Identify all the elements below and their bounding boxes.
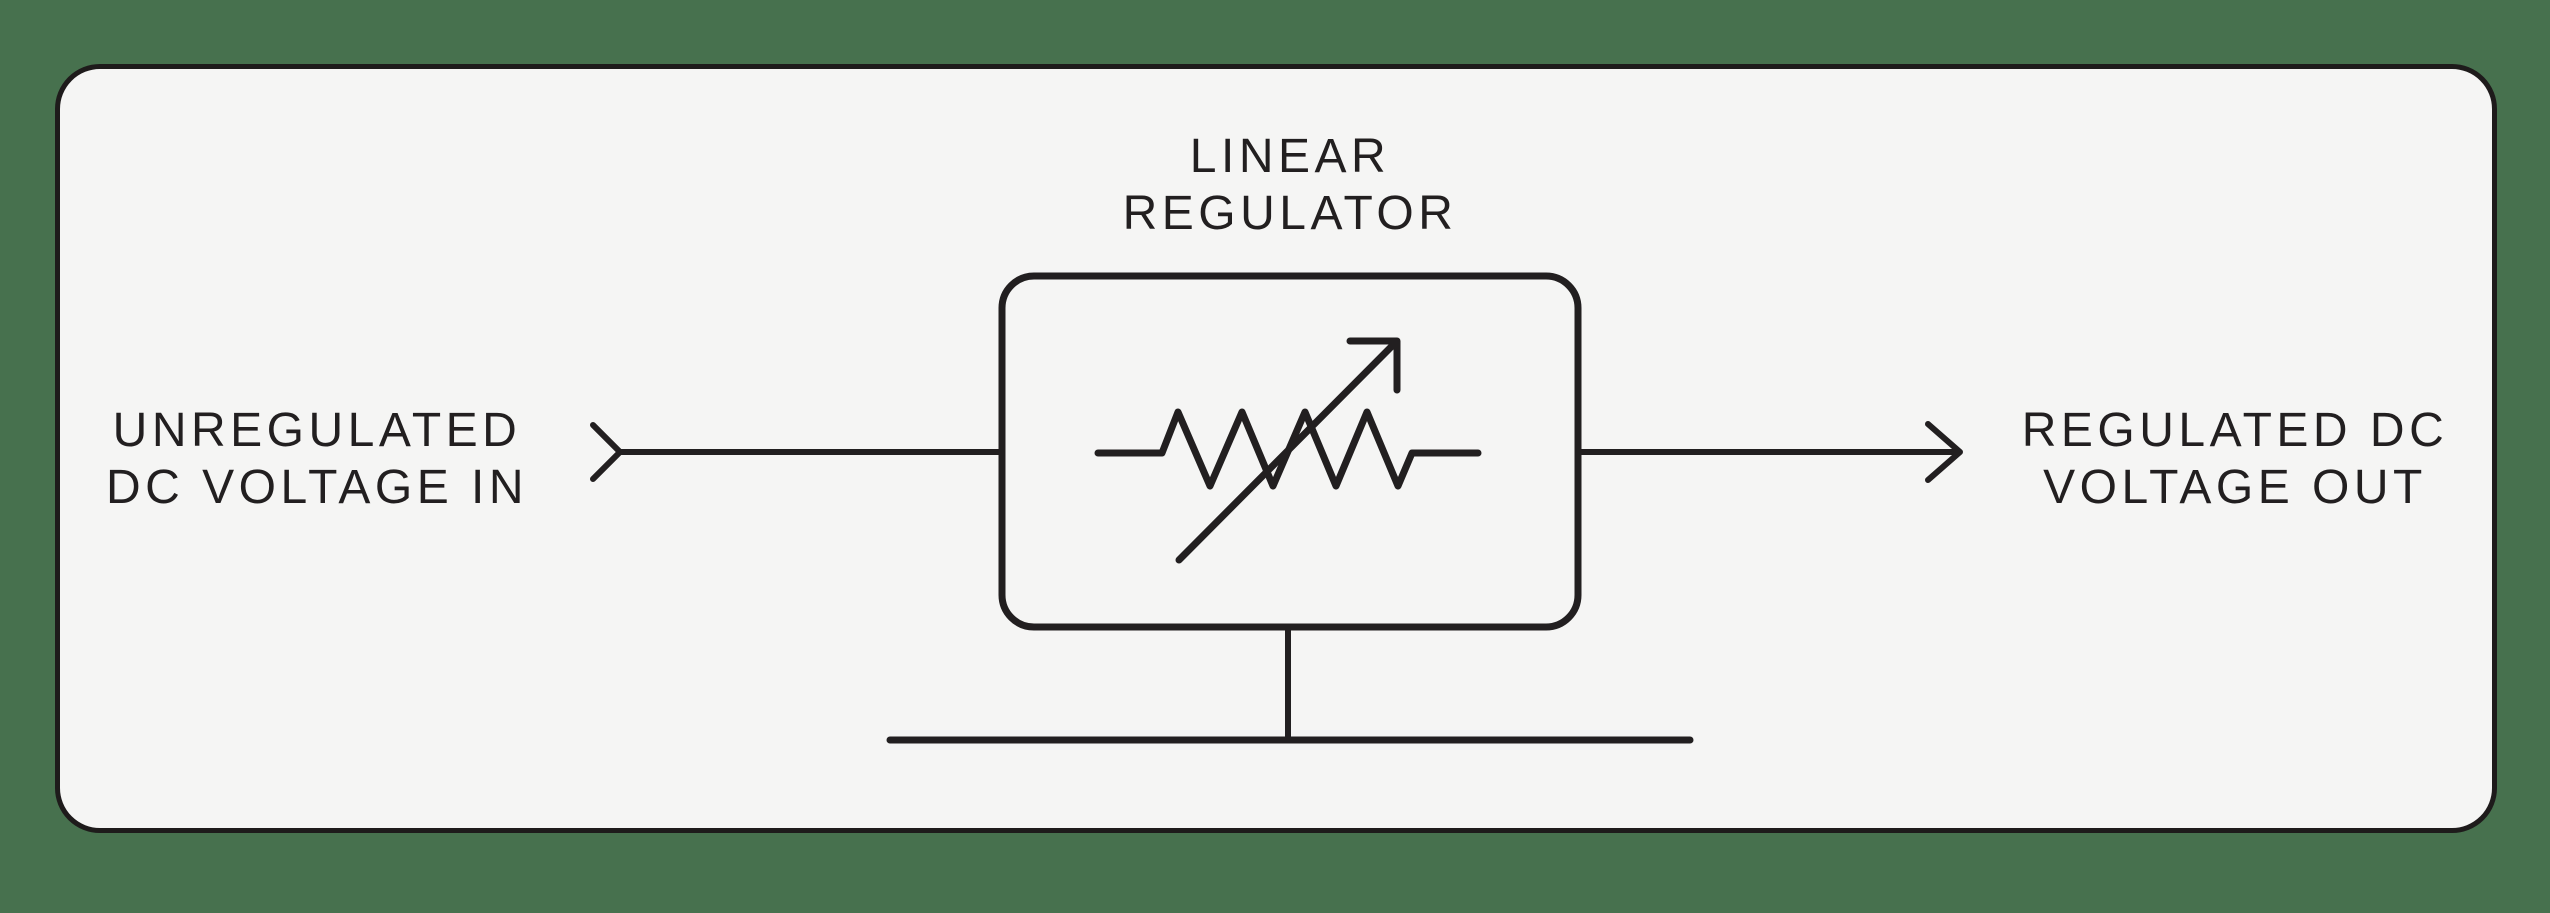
- output-label-line-2: VOLTAGE OUT: [2043, 461, 2427, 514]
- diagram-title: LINEAR REGULATOR: [1123, 128, 1458, 242]
- output-label-line-1: REGULATED DC: [2021, 404, 2449, 457]
- input-label-line-1: UNREGULATED: [112, 404, 522, 457]
- title-line-2: REGULATOR: [1122, 187, 1458, 240]
- input-label-line-2: DC VOLTAGE IN: [105, 461, 529, 514]
- input-label: UNREGULATED DC VOLTAGE IN: [106, 402, 528, 516]
- output-label: REGULATED DC VOLTAGE OUT: [2022, 402, 2449, 516]
- title-line-1: LINEAR: [1189, 130, 1391, 183]
